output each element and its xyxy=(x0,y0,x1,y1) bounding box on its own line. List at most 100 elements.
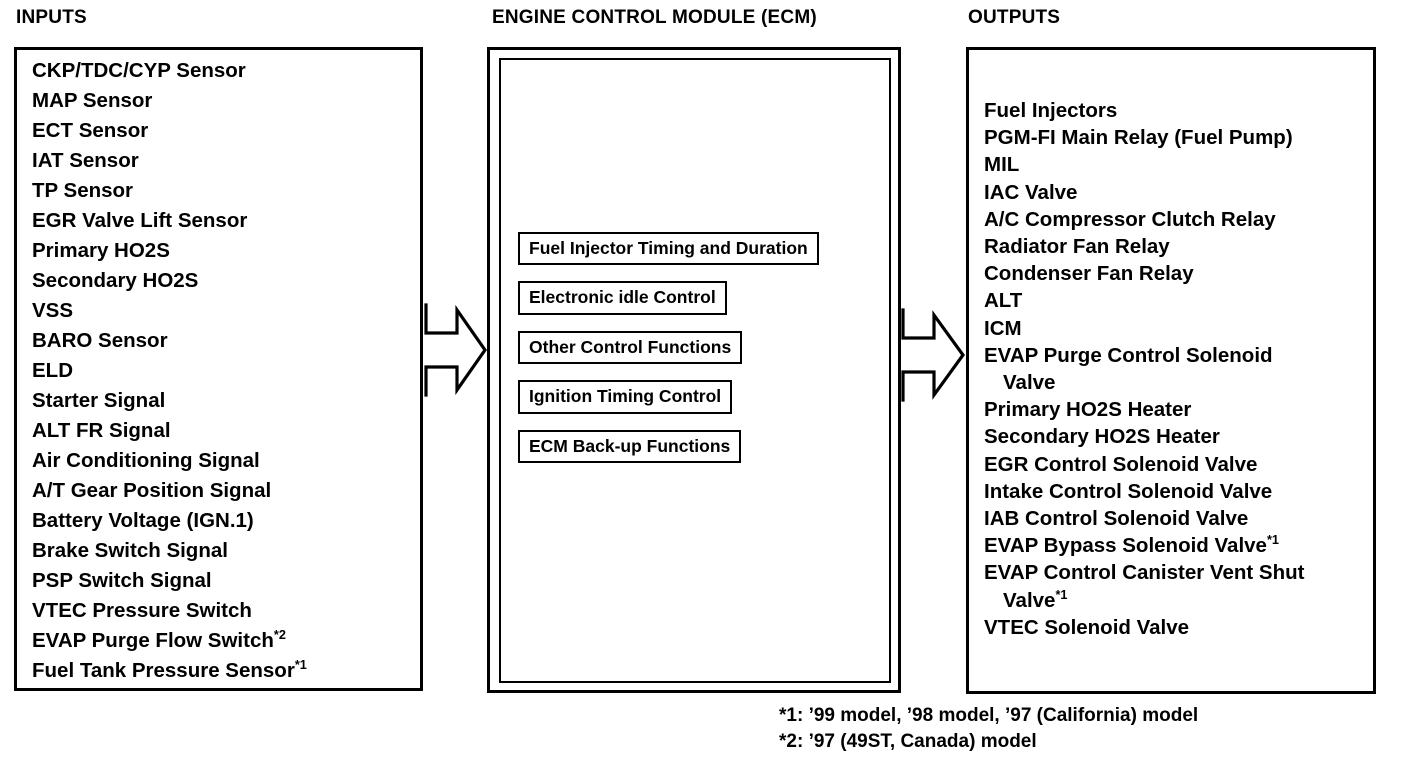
output-item-label: MIL xyxy=(984,153,1020,177)
output-item-label: Valve xyxy=(1003,588,1056,612)
output-item-label: Primary HO2S Heater xyxy=(984,398,1192,422)
input-item-label: Air Conditioning Signal xyxy=(32,449,260,472)
outputs-heading: OUTPUTS xyxy=(968,7,1061,28)
ecm-function-box: Ignition Timing Control xyxy=(518,380,733,414)
footnote-marker: *1 xyxy=(1266,532,1279,548)
output-item: Fuel Injectors xyxy=(984,97,1304,124)
input-item-label: ALT FR Signal xyxy=(32,419,171,442)
output-item: Intake Control Solenoid Valve xyxy=(984,478,1304,505)
output-item-label: EVAP Control Canister Vent Shut xyxy=(984,561,1305,585)
input-item-label: ECT Sensor xyxy=(32,119,149,142)
input-item-label: Primary HO2S xyxy=(32,239,170,262)
output-item: ALT xyxy=(984,287,1304,314)
output-item: A/C Compressor Clutch Relay xyxy=(984,206,1304,233)
input-item-label: VSS xyxy=(32,299,74,322)
input-item-label: ELD xyxy=(32,359,73,382)
ecm-heading: ENGINE CONTROL MODULE (ECM) xyxy=(492,7,817,28)
output-item: Secondary HO2S Heater xyxy=(984,423,1304,450)
ecm-panel-inner xyxy=(499,58,891,683)
output-item-label: Condenser Fan Relay xyxy=(984,262,1194,286)
input-item-label: A/T Gear Position Signal xyxy=(32,479,272,502)
input-item-label: CKP/TDC/CYP Sensor xyxy=(32,59,246,82)
input-item-label: Starter Signal xyxy=(32,389,166,412)
output-item-label: ICM xyxy=(984,316,1022,340)
output-item: Primary HO2S Heater xyxy=(984,396,1304,423)
inputs-heading: INPUTS xyxy=(16,7,87,28)
input-item-label: VTEC Pressure Switch xyxy=(32,599,252,622)
output-item-label: Fuel Injectors xyxy=(984,99,1118,122)
input-item-label: EVAP Purge Flow Switch xyxy=(32,629,274,652)
output-item-label: EVAP Purge Control Solenoid xyxy=(984,343,1273,367)
input-item-label: MAP Sensor xyxy=(32,89,153,112)
arrow-inputs-to-ecm xyxy=(424,303,488,402)
input-item: ECT Sensor xyxy=(32,116,307,146)
output-item: Valve*1 xyxy=(984,587,1304,614)
footnotes: *1: ’99 model, ’98 model, ’97 (Californi… xyxy=(779,703,1198,755)
output-item: EVAP Purge Control Solenoid xyxy=(984,342,1304,369)
output-item: Valve xyxy=(984,369,1304,396)
input-item: Starter Signal xyxy=(32,386,307,416)
input-item-label: IAT Sensor xyxy=(32,149,139,172)
input-item: ALT FR Signal xyxy=(32,416,307,446)
input-item: EVAP Purge Flow Switch*2 xyxy=(32,626,307,656)
output-item-label: Radiator Fan Relay xyxy=(984,235,1170,259)
output-item-label: Intake Control Solenoid Valve xyxy=(984,479,1273,503)
output-item: Radiator Fan Relay xyxy=(984,233,1304,260)
input-item: VSS xyxy=(32,296,307,326)
outputs-panel xyxy=(966,47,1376,694)
input-item-label: Brake Switch Signal xyxy=(32,539,228,562)
output-item-label: IAC Valve xyxy=(984,180,1078,204)
input-item: Brake Switch Signal xyxy=(32,536,307,566)
ecm-function-box: ECM Back-up Functions xyxy=(518,429,742,463)
output-item-label: EVAP Bypass Solenoid Valve xyxy=(984,534,1267,558)
output-item-label: ALT xyxy=(984,289,1023,313)
input-item: TP Sensor xyxy=(32,176,307,206)
ecm-function-box: Other Control Functions xyxy=(518,330,743,365)
input-item: A/T Gear Position Signal xyxy=(32,476,307,506)
input-item: IAT Sensor xyxy=(32,146,307,176)
input-item-label: Battery Voltage (IGN.1) xyxy=(32,509,254,532)
input-item: VTEC Pressure Switch xyxy=(32,596,307,626)
input-item: BARO Sensor xyxy=(32,326,307,356)
footnote-marker: *2 xyxy=(273,627,286,643)
output-item-label: Valve xyxy=(1003,371,1056,395)
output-item: PGM-FI Main Relay (Fuel Pump) xyxy=(984,124,1304,151)
output-item: EVAP Bypass Solenoid Valve*1 xyxy=(984,532,1304,559)
footnote-line: *2: ’97 (49ST, Canada) model xyxy=(779,731,1037,752)
output-item-label: A/C Compressor Clutch Relay xyxy=(984,207,1276,231)
output-item-label: IAB Control Solenoid Valve xyxy=(984,507,1249,531)
footnote-marker: *1 xyxy=(1055,586,1068,602)
input-item: MAP Sensor xyxy=(32,86,307,116)
input-item: Fuel Tank Pressure Sensor*1 xyxy=(32,656,307,686)
input-item-label: Fuel Tank Pressure Sensor xyxy=(32,659,295,682)
arrow-ecm-to-outputs xyxy=(901,308,967,407)
input-item-label: BARO Sensor xyxy=(32,329,168,352)
input-item: EGR Valve Lift Sensor xyxy=(32,206,307,236)
footnote-line: *1: ’99 model, ’98 model, ’97 (Californi… xyxy=(779,705,1199,726)
input-item-label: TP Sensor xyxy=(32,179,134,202)
input-item: Air Conditioning Signal xyxy=(32,446,307,476)
output-item: MIL xyxy=(984,151,1304,178)
input-item-label: PSP Switch Signal xyxy=(32,569,212,592)
output-item: Condenser Fan Relay xyxy=(984,260,1304,287)
output-item-label: VTEC Solenoid Valve xyxy=(984,615,1190,639)
output-item: EGR Control Solenoid Valve xyxy=(984,451,1304,478)
output-item: IAC Valve xyxy=(984,179,1304,206)
ecm-function-box: Electronic idle Control xyxy=(518,281,727,315)
output-item: EVAP Control Canister Vent Shut xyxy=(984,559,1304,586)
input-item: ELD xyxy=(32,356,307,386)
input-item: Secondary HO2S xyxy=(32,266,307,296)
input-item: PSP Switch Signal xyxy=(32,566,307,596)
output-item-label: EGR Control Solenoid Valve xyxy=(984,452,1258,476)
inputs-panel xyxy=(14,47,423,691)
output-item-label: PGM-FI Main Relay (Fuel Pump) xyxy=(984,126,1293,150)
input-item-label: Secondary HO2S xyxy=(32,269,199,292)
input-item: CKP/TDC/CYP Sensor xyxy=(32,56,307,86)
output-item: VTEC Solenoid Valve xyxy=(984,614,1304,641)
input-item: Primary HO2S xyxy=(32,236,307,266)
output-item: ICM xyxy=(984,315,1304,342)
ecm-function-box: Fuel Injector Timing and Duration xyxy=(518,232,819,266)
